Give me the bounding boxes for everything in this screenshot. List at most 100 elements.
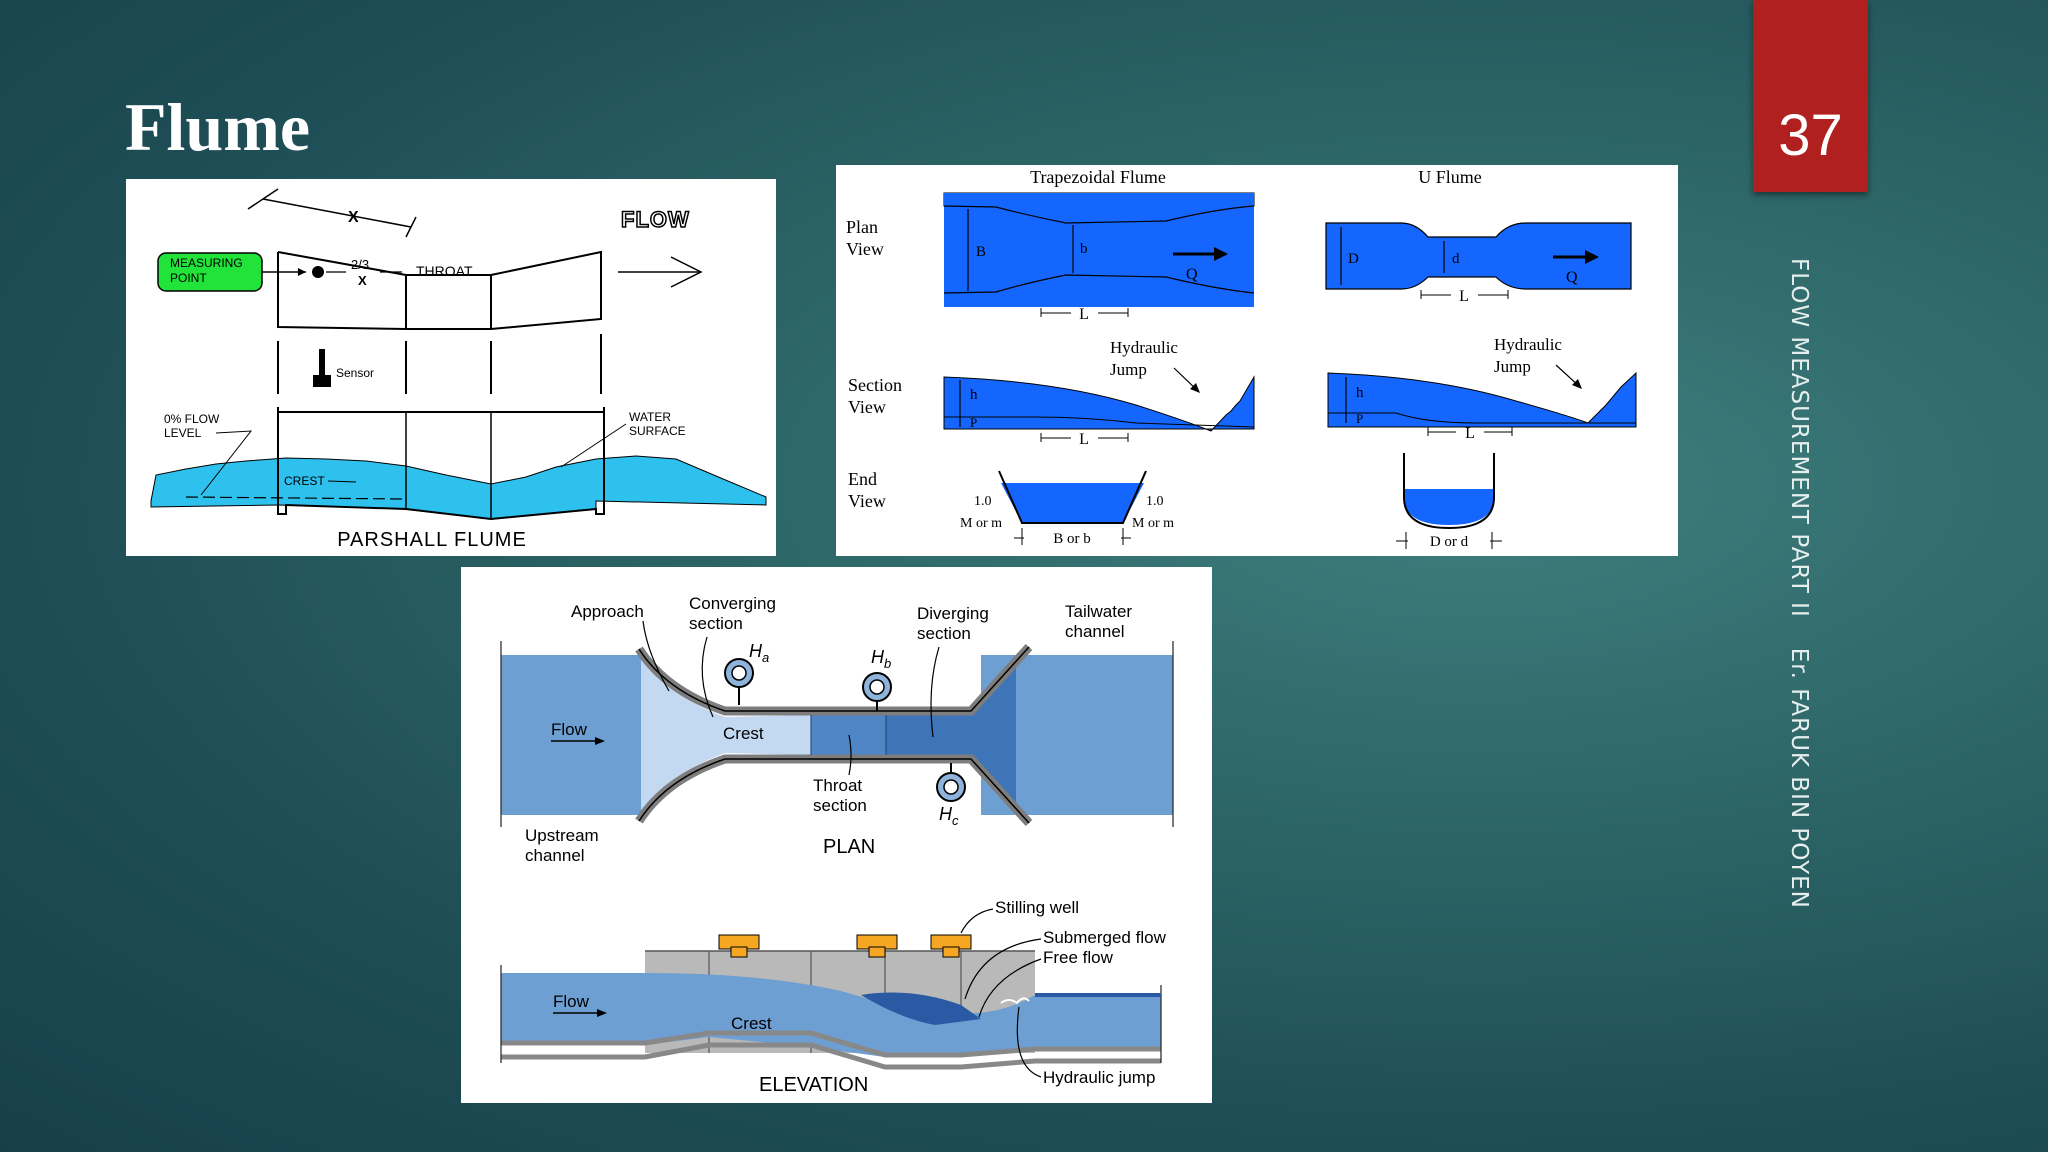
flow-arrow-head bbox=[670, 256, 703, 288]
free-flow-leader bbox=[978, 958, 1042, 1018]
elevation-floor-base bbox=[501, 1042, 1161, 1070]
elevation-water bbox=[501, 973, 1161, 1057]
trap-hydraulic-label-1: Hydraulic bbox=[1110, 338, 1178, 357]
diverging-label-2: section bbox=[917, 624, 971, 643]
u-P-label: P bbox=[1356, 411, 1363, 426]
diverging-water bbox=[886, 655, 1016, 815]
hydraulic-jump-leader bbox=[1016, 1006, 1042, 1078]
trap-plan-top-line bbox=[943, 205, 1255, 224]
trapezoidal-title: Trapezoidal Flume bbox=[1030, 167, 1166, 187]
water-body bbox=[150, 455, 767, 520]
approach-label: Approach bbox=[571, 602, 644, 621]
plan-flow-label: Flow bbox=[551, 720, 588, 739]
plan-crest-label: Crest bbox=[723, 724, 764, 743]
throat-label: THROAT bbox=[416, 263, 473, 279]
throat-label-1: Throat bbox=[813, 776, 862, 795]
end-view-label-2: View bbox=[848, 491, 886, 511]
parshall-caption: PARSHALL FLUME bbox=[337, 529, 527, 551]
trap-end-slope-left: 1.0 bbox=[974, 494, 992, 509]
u-hydraulic-label-1: Hydraulic bbox=[1494, 335, 1562, 354]
u-d-label: d bbox=[1452, 251, 1460, 267]
elevation-caption: ELEVATION bbox=[759, 1074, 868, 1096]
throat-section bbox=[406, 274, 492, 330]
hb-label: Hb bbox=[871, 647, 891, 671]
sensor-icon bbox=[313, 375, 331, 387]
u-hydraulic-label-2: Jump bbox=[1494, 357, 1531, 376]
side-text-topic: FLOW MEASUREMENT PART II bbox=[1786, 258, 1812, 618]
u-end-width-label: D or d bbox=[1430, 534, 1469, 550]
trap-jump-arrowhead bbox=[1190, 383, 1200, 393]
gauge-hb-inner bbox=[869, 679, 885, 695]
trap-h-label: h bbox=[970, 387, 978, 403]
trap-section-floor bbox=[944, 416, 1255, 428]
submerged-leader bbox=[964, 938, 1042, 1000]
sensor-label: Sensor bbox=[336, 366, 374, 380]
tailwater-surface bbox=[1035, 993, 1161, 997]
u-L-label: L bbox=[1459, 288, 1469, 305]
section-view-label-1: Section bbox=[848, 375, 902, 395]
end-view-label-1: End bbox=[848, 469, 877, 489]
tailwater-label-1: Tailwater bbox=[1065, 602, 1132, 621]
two-thirds-top: 2/3 bbox=[351, 257, 369, 272]
water-surface-leader bbox=[560, 423, 627, 468]
measuring-point-line2: POINT bbox=[170, 271, 207, 285]
u-D-label: D bbox=[1348, 251, 1359, 267]
trap-sec-L-label: L bbox=[1079, 431, 1089, 448]
submerged-flow-label: Submerged flow bbox=[1043, 928, 1167, 947]
x-dim-line bbox=[262, 198, 412, 228]
plan-flow-arrowhead bbox=[595, 737, 605, 745]
u-Q-label: Q bbox=[1566, 269, 1578, 286]
trap-end-m-left: M or m bbox=[960, 516, 1002, 531]
trap-end-slope-right: 1.0 bbox=[1146, 494, 1164, 509]
u-plan-flow-arrowhead bbox=[1585, 250, 1599, 264]
hydraulic-jump-splash bbox=[1000, 997, 1030, 1005]
gauge-hc-inner bbox=[943, 779, 959, 795]
plan-view-label-2: View bbox=[846, 239, 884, 259]
u-section-water bbox=[1327, 371, 1637, 428]
converging-leader bbox=[701, 636, 714, 718]
upstream-channel bbox=[501, 655, 641, 815]
zero-flow-dashed-line bbox=[185, 496, 407, 500]
slide-title: Flume bbox=[125, 89, 311, 165]
section-view-label-2: View bbox=[848, 397, 886, 417]
crest-leader bbox=[327, 480, 357, 483]
trap-hydraulic-label-2: Jump bbox=[1110, 360, 1147, 379]
flume-wall-top-edge bbox=[638, 646, 1030, 712]
trap-plan-flow-arrowhead bbox=[1214, 247, 1228, 261]
stilling-well-3-neck bbox=[942, 946, 960, 958]
throat-label-2: section bbox=[813, 796, 867, 815]
converging-section bbox=[277, 251, 407, 331]
elevation-crest-label: Crest bbox=[731, 1014, 772, 1033]
diverging-label-1: Diverging bbox=[917, 604, 989, 623]
stilling-well-leader bbox=[960, 908, 994, 934]
zero-flow-line2: LEVEL bbox=[164, 426, 202, 440]
parshall-flume-diagram: X THROAT MEASURING POINT 2/3 X FLOW Sens… bbox=[126, 179, 776, 556]
trap-end-width-label: B or b bbox=[1053, 531, 1091, 547]
side-footer-text: FLOW MEASUREMENT PART II Er. FARUK BIN PO… bbox=[1786, 258, 1812, 909]
u-flume-title: U Flume bbox=[1418, 167, 1482, 187]
stilling-well-1-neck bbox=[730, 946, 748, 958]
page-number: 37 bbox=[1778, 103, 1843, 168]
crest-label: CREST bbox=[284, 474, 325, 488]
parshall-flume-svg: X THROAT MEASURING POINT 2/3 X FLOW Sens… bbox=[150, 188, 767, 551]
trap-end-m-right: M or m bbox=[1132, 516, 1174, 531]
trap-P-label: P bbox=[970, 415, 977, 430]
u-plan-body bbox=[1325, 222, 1632, 290]
u-section-floor bbox=[1328, 412, 1636, 424]
u-h-label: h bbox=[1356, 385, 1364, 401]
side-text-author: Er. FARUK BIN POYEN bbox=[1786, 647, 1812, 909]
measuring-dot bbox=[312, 266, 324, 278]
trap-plan-bottom-line bbox=[943, 274, 1255, 294]
trap-B-label: B bbox=[976, 244, 986, 260]
plan-view-label-1: Plan bbox=[846, 217, 878, 237]
approach-leader bbox=[642, 620, 670, 692]
trap-Q-label: Q bbox=[1186, 266, 1198, 283]
stilling-well-label: Stilling well bbox=[995, 898, 1079, 917]
hydraulic-jump-label: Hydraulic jump bbox=[1043, 1068, 1155, 1087]
u-sec-L-label: L bbox=[1465, 425, 1475, 442]
trap-end-water bbox=[1001, 483, 1144, 523]
measuring-point-line1: MEASURING bbox=[170, 256, 243, 270]
zero-flow-line1: 0% FLOW bbox=[164, 412, 220, 426]
trap-L-label: L bbox=[1079, 306, 1089, 323]
u-jump-arrowhead bbox=[1572, 379, 1582, 389]
